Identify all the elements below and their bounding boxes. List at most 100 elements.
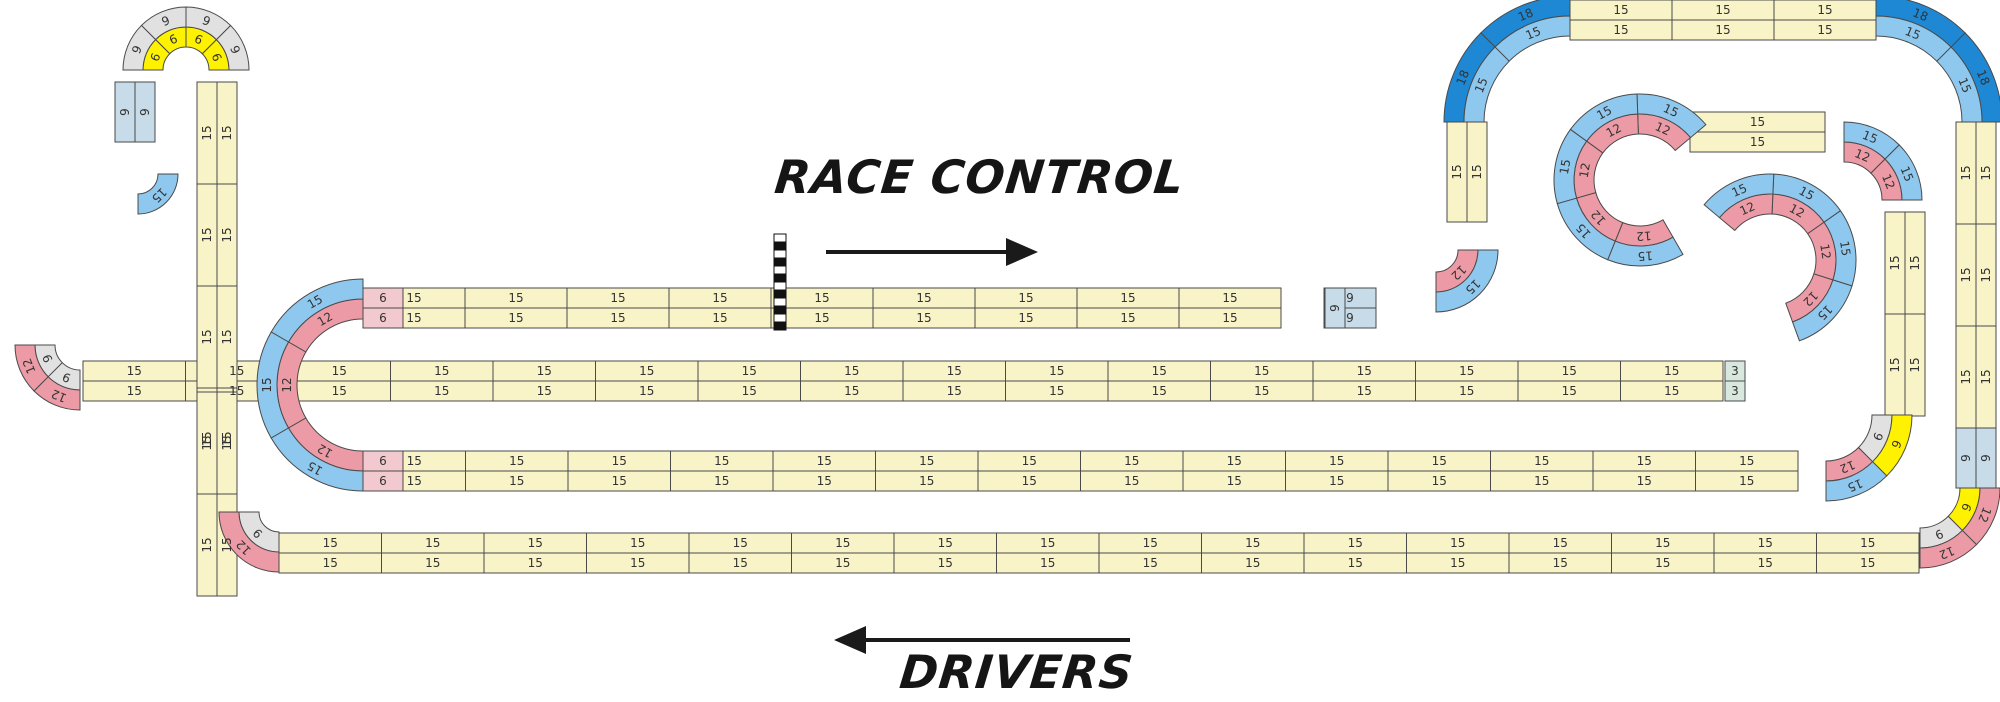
curve-12-label: 12 [315,309,335,329]
curve-12-label: 12 [280,377,294,392]
straight-15-label: 15 [742,364,757,378]
straight-15-label: 15 [1143,536,1158,550]
straight-15-label: 15 [200,431,214,446]
straight-15-label: 15 [1348,536,1363,550]
straight-15-label: 15 [1534,474,1549,488]
straight-15-label: 15 [1357,364,1372,378]
curve-15 [1703,173,1775,219]
curve-18-label: 18 [1516,5,1535,24]
straight-15-label: 15 [1817,23,1832,37]
curve-15-label: 15 [1796,184,1816,204]
finish-line-flag [773,249,787,259]
straight-15-label: 15 [1227,474,1242,488]
straight-15-label: 15 [1459,384,1474,398]
curve-12 [218,511,280,573]
curve-15 [270,427,364,492]
straight-15-label: 15 [1908,357,1922,372]
straight-15-label: 15 [844,364,859,378]
finish-line-flag [773,321,787,331]
straight-15-label: 15 [1254,384,1269,398]
finish-line-flag [773,273,787,283]
drivers-arrow-head [834,626,866,654]
curve-12-label: 12 [1653,119,1673,138]
straight-15-label: 15 [733,556,748,570]
straight-15-label: 15 [1860,536,1875,550]
straight-15-label: 15 [407,474,422,488]
straight-15-label: 15 [200,125,214,140]
straight-15-label: 15 [229,384,244,398]
straight-15-label: 15 [200,435,214,450]
straight-15-label: 15 [1664,364,1679,378]
straight-15-label: 15 [817,474,832,488]
straight-15-label: 15 [1049,384,1064,398]
curve-12-label: 12 [1937,543,1956,562]
straight-15-label: 15 [1227,454,1242,468]
straight-15-label: 15 [947,384,962,398]
straight-15-label: 15 [1432,474,1447,488]
straight-15-label: 15 [220,435,234,450]
curve-15-label: 15 [1637,248,1653,263]
curve-12-label: 12 [1853,146,1872,165]
straight-15-label: 15 [425,556,440,570]
straight-15 [1689,131,1826,153]
straight-15-label: 15 [229,364,244,378]
curve-12-label: 12 [1577,162,1593,179]
curve-12-label: 12 [1636,228,1652,243]
straight-15-label: 15 [1152,364,1167,378]
straight-15-label: 15 [1739,454,1754,468]
finish-line-flag [773,289,787,299]
straight-15-label: 15 [1888,357,1902,372]
straight-15-label: 15 [1613,3,1628,17]
straight-15-label: 15 [714,454,729,468]
finish-line-flag [773,233,787,243]
straight-15-label: 15 [835,556,850,570]
straight-15-label: 15 [1758,556,1773,570]
straight-15-label: 15 [814,311,829,325]
straight-15-label: 15 [508,291,523,305]
straight-15-label: 15 [434,364,449,378]
straight-6-label: 6 [379,474,387,488]
straight-15-label: 15 [1450,164,1464,179]
straight-15-label: 15 [919,474,934,488]
straight-15-label: 15 [323,536,338,550]
straight-9-label: 9 [1346,291,1354,305]
straight-15-label: 15 [817,454,832,468]
curve-12-label: 12 [1975,505,1994,524]
straight-15-label: 15 [1655,536,1670,550]
straight-15-label: 15 [1222,311,1237,325]
curve-9 [122,24,157,71]
straight-15-label: 15 [434,384,449,398]
curve-12-label: 12 [1738,199,1758,218]
straight-15 [1178,307,1282,329]
straight-15-label: 15 [712,311,727,325]
straight-15-label: 15 [1254,364,1269,378]
straight-15 [1620,380,1724,402]
straight-15-label: 15 [1888,255,1902,270]
straight-15-label: 15 [938,536,953,550]
curve-15-label: 15 [1860,128,1879,147]
straight-15-label: 15 [1750,135,1765,149]
curve-15-label: 15 [305,292,325,312]
straight-15-label: 15 [1860,556,1875,570]
straight-15-label: 15 [1758,536,1773,550]
straight-9-label: 9 [1979,454,1993,462]
straight-9-label: 9 [1959,454,1973,462]
straight-15-label: 15 [1959,267,1973,282]
curve-15-label: 15 [1594,103,1614,123]
straight-15 [1695,470,1799,492]
straight-15-label: 15 [919,454,934,468]
straight-15-label: 15 [406,291,421,305]
straight-15-label: 15 [1329,454,1344,468]
straight-15-label: 15 [639,384,654,398]
curve-15 [1435,249,1499,313]
straight-9-label: 9 [1328,304,1342,312]
finish-line-flag [773,281,787,291]
straight-15-label: 15 [1534,454,1549,468]
curve-12-label: 12 [1817,243,1833,260]
straight-15-label: 15 [1979,165,1993,180]
curve-12-label: 12 [1879,172,1898,191]
curve-18-label: 18 [1911,5,1930,24]
straight-15-label: 15 [1022,454,1037,468]
curve-12-label: 12 [1604,121,1624,141]
